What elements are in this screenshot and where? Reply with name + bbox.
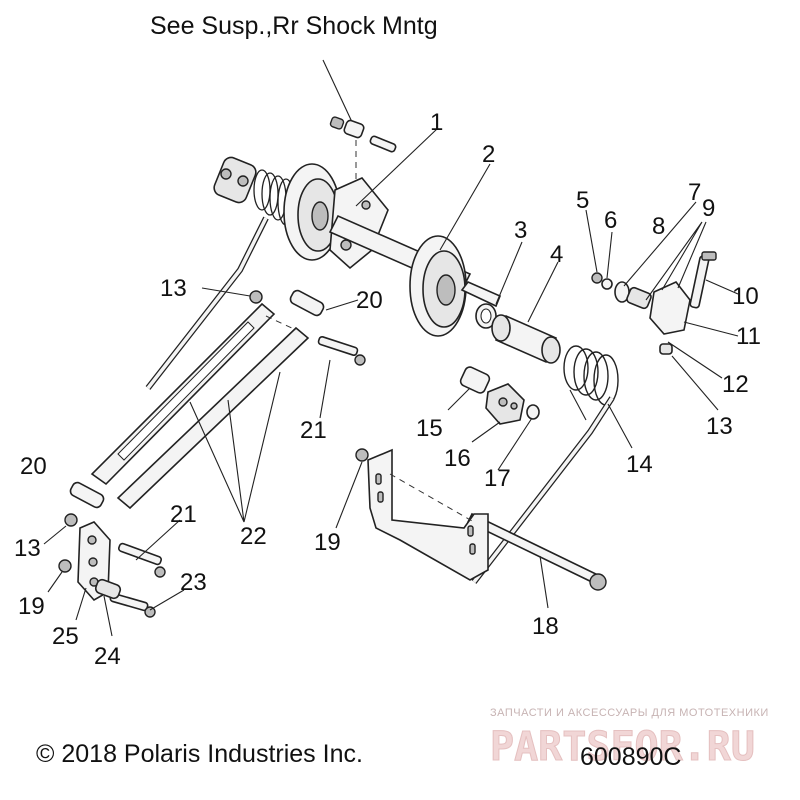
callout-13-lower: 13 (14, 535, 41, 562)
callout-16: 16 (444, 445, 471, 472)
side-link-plate (77, 521, 122, 602)
callout-1: 1 (430, 109, 443, 136)
callout-6: 6 (604, 207, 617, 234)
callout-19: 19 (314, 529, 341, 556)
callout-4: 4 (550, 241, 563, 268)
callout-15: 15 (416, 415, 443, 442)
callout-17: 17 (484, 465, 511, 492)
callout-22: 22 (240, 523, 267, 550)
callout-21: 21 (300, 417, 327, 444)
diagram-code: 600890C (580, 743, 681, 771)
callout-5: 5 (576, 187, 589, 214)
callout-9: 9 (702, 195, 715, 222)
rear-axle-assembly (213, 156, 502, 337)
right-side-hardware (591, 251, 717, 355)
callout-20: 20 (356, 287, 383, 314)
slotted-links (90, 302, 310, 510)
callout-20-left: 20 (20, 453, 47, 480)
retaining-ring (526, 404, 540, 420)
callout-23: 23 (180, 569, 207, 596)
cross-rod (466, 512, 607, 591)
callout-21-lower: 21 (170, 501, 197, 528)
callout-24: 24 (94, 643, 121, 670)
copyright-notice: © 2018 Polaris Industries Inc. (36, 740, 363, 768)
callout-8: 8 (652, 213, 665, 240)
callout-19-left: 19 (18, 593, 45, 620)
rear-plate-assembly (355, 448, 489, 581)
pivot-block (485, 383, 525, 425)
callout-labels: 1 2 3 4 5 6 7 8 9 10 11 12 13 13 14 15 1… (14, 109, 761, 670)
cap (459, 366, 491, 394)
callout-3: 3 (514, 217, 527, 244)
callout-11: 11 (736, 323, 761, 350)
callout-2: 2 (482, 141, 495, 168)
callout-14: 14 (626, 451, 653, 478)
callout-13-left: 13 (160, 275, 187, 302)
spacer-sleeve (491, 314, 561, 364)
shock-mount-hardware (322, 59, 397, 190)
leader-lines (43, 127, 739, 637)
watermark-brand: PARTSFOR.RU (490, 724, 755, 770)
watermark-tagline: ЗАПЧАСТИ И АКСЕССУАРЫ ДЛЯ МОТОТЕХНИКИ (490, 707, 769, 719)
torsion-spring (471, 345, 619, 584)
fastener-set (58, 289, 366, 618)
callout-10: 10 (732, 283, 759, 310)
header-note: See Susp.,Rr Shock Mntg (150, 12, 438, 40)
callout-18: 18 (532, 613, 559, 640)
callout-7: 7 (688, 179, 701, 206)
callout-13: 13 (706, 413, 733, 440)
callout-25: 25 (52, 623, 79, 650)
callout-12: 12 (722, 371, 749, 398)
